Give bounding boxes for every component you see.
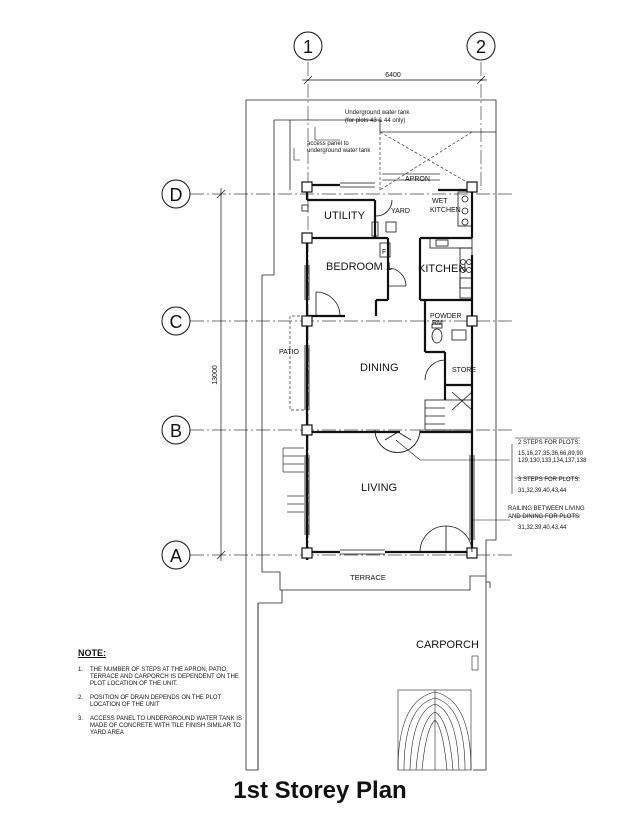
railing-note-1: RAILING BETWEEN LIVING [508,506,585,512]
note-text: POSITION OF DRAIN DEPENDS ON THE PLOT LO… [90,695,222,708]
room-label-living: LIVING [361,482,397,494]
utility-fixtures [301,204,397,258]
access-note-line2: underground water tank [307,148,371,154]
note-number: 2. [78,695,84,701]
kitchen-counters [429,191,473,299]
note-item: 2. POSITION OF DRAIN DEPENDS ON THE PLOT… [78,695,253,709]
grid-lines [190,62,515,560]
steps2-title: 2 STEPS FOR PLOTS: [518,440,580,446]
grid-bubbles [161,31,496,570]
tank-note-line2: (for plots 43 & 44 only) [345,118,405,124]
patio-outline [289,315,305,411]
dimension-lines [216,75,487,561]
railing-note-2: AND DINING FOR PLOTS: [508,514,581,520]
room-label-kitchen: KITCHEN [418,263,466,275]
fridge-label: F [382,249,386,256]
powder-room-fixtures [431,323,467,344]
grid-label-row-c: C [170,312,183,332]
grid-label-row-d: D [170,185,183,205]
note-text: THE NUMBER OF STEPS AT THE APRON, PATIO,… [90,667,239,687]
steps2-plots-1: 15,16,27,35,36,66,89,90 [518,451,584,457]
note-number: 3. [78,716,84,722]
room-label-wet-kitchen-1: WET [432,198,448,205]
note-item: 1. THE NUMBER OF STEPS AT THE APRON, PAT… [78,667,253,688]
grid-label-col-2: 2 [476,37,486,57]
steps3-plots: 31,32,39,40,43,44 [518,488,567,494]
note-text: ACCESS PANEL TO UNDERGROUND WATER TANK I… [90,716,242,736]
external-walls [305,183,474,560]
dimension-depth: 13000 [212,365,219,385]
grid-label-row-b: B [170,421,182,441]
notes-title: NOTE: [78,648,106,658]
door-swings [315,199,473,553]
room-label-utility: UTILITY [324,210,366,222]
steps2-plots-2: 129,130,133,134,137,138 [518,458,587,464]
carporch-gate [397,655,479,771]
annotation-leaders [293,127,580,521]
staircase [424,391,473,431]
windows [304,182,475,555]
room-label-bedroom: BEDROOM 1 [326,261,392,273]
room-label-wet-kitchen-2: KITCHEN [430,207,461,214]
steps3-title: 3 STEPS FOR PLOTS: [518,477,580,483]
plot-boundary [245,99,497,771]
structural-columns [301,181,478,559]
room-label-powder-1: POWDER [430,313,462,320]
access-note-line1: access panel to [307,141,349,147]
notes-block: NOTE: 1. THE NUMBER OF STEPS AT THE APRO… [78,648,253,744]
room-label-carporch: CARPORCH [416,639,479,651]
note-number: 1. [78,667,84,673]
tank-note-line1: Underground water tank [345,110,410,116]
room-label-store: STORE [452,367,476,374]
room-label-powder-2: RM [432,320,443,327]
grid-label-row-a: A [170,546,182,566]
room-label-patio: PATIO [279,349,300,356]
railing-note-3: 31,32,39,40,43,44 [518,525,567,531]
grid-label-col-1: 1 [303,37,313,57]
room-label-apron: APRON [405,176,430,183]
dimension-width: 6400 [385,72,401,79]
apron-steps [382,173,440,181]
note-item: 3. ACCESS PANEL TO UNDERGROUND WATER TAN… [78,716,253,737]
room-label-terrace: TERRACE [350,573,386,582]
room-label-yard: YARD [391,208,410,215]
side-steps [282,447,304,513]
page-title: 1st Storey Plan [233,777,407,804]
room-label-dining: DINING [360,362,399,374]
